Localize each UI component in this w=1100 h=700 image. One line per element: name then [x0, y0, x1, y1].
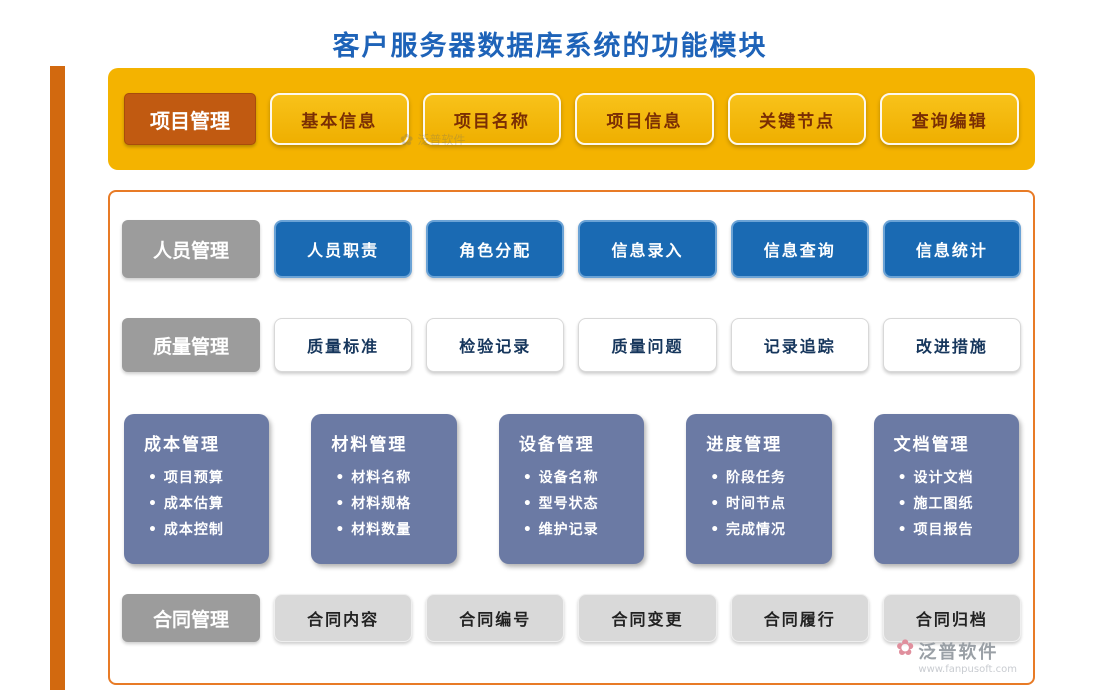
record-trace-button[interactable]: 记录追踪: [730, 318, 869, 372]
material-management-card[interactable]: 材料管理 材料名称 材料规格 材料数量: [311, 414, 457, 564]
info-entry-button[interactable]: 信息录入: [578, 220, 717, 278]
project-info-button[interactable]: 项目信息: [575, 93, 714, 145]
contract-content-button[interactable]: 合同内容: [274, 594, 413, 642]
contract-perform-button[interactable]: 合同履行: [730, 594, 869, 642]
card-item: 维护记录: [519, 517, 644, 543]
contract-management-label[interactable]: 合同管理: [122, 594, 260, 642]
main-panel: 人员管理 人员职责 角色分配 信息录入 信息查询 信息统计 质量管理 质量标准 …: [108, 190, 1035, 685]
card-title: 成本管理: [144, 435, 220, 455]
equipment-management-card[interactable]: 设备管理 设备名称 型号状态 维护记录: [498, 414, 645, 564]
improvement-button[interactable]: 改进措施: [882, 318, 1022, 372]
card-item: 设备名称: [519, 465, 644, 491]
quality-management-label[interactable]: 质量管理: [122, 318, 260, 372]
card-item: 时间节点: [706, 491, 831, 517]
cost-management-card[interactable]: 成本管理 项目预算 成本估算 成本控制: [124, 414, 270, 564]
card-item: 材料规格: [331, 491, 456, 517]
brand-url: www.fanpusoft.com: [918, 664, 1017, 675]
contract-number-button[interactable]: 合同编号: [426, 594, 565, 642]
personnel-duty-button[interactable]: 人员职责: [274, 220, 413, 278]
basic-info-button[interactable]: 基本信息: [270, 93, 409, 145]
card-title: 进度管理: [706, 435, 783, 455]
card-item: 材料数量: [331, 517, 456, 543]
card-item: 项目报告: [894, 517, 1019, 543]
module-cards-row: 成本管理 项目预算 成本估算 成本控制 材料管理 材料名称 材料规格 材料数量 …: [124, 414, 1020, 564]
card-item: 成本估算: [144, 491, 269, 517]
brand-watermark: ✿ 泛普软件 www.fanpusoft.com: [895, 636, 1017, 676]
inspection-record-button[interactable]: 检验记录: [426, 318, 565, 372]
contract-archive-button[interactable]: 合同归档: [882, 594, 1022, 642]
card-item: 项目预算: [144, 465, 269, 491]
card-title: 设备管理: [518, 435, 595, 455]
card-item: 成本控制: [144, 517, 269, 543]
card-item: 设计文档: [894, 465, 1019, 491]
info-stats-button[interactable]: 信息统计: [882, 220, 1022, 278]
info-query-button[interactable]: 信息查询: [730, 220, 869, 278]
fanpu-logo-icon: ✿: [895, 636, 915, 661]
quality-issue-button[interactable]: 质量问题: [578, 318, 717, 372]
quality-standard-button[interactable]: 质量标准: [274, 318, 413, 372]
project-management-banner: 项目管理 基本信息 项目名称 项目信息 关键节点 查询编辑 ✿ 泛普软件: [108, 68, 1035, 170]
card-item: 型号状态: [519, 491, 644, 517]
key-node-button[interactable]: 关键节点: [727, 93, 867, 145]
progress-management-card[interactable]: 进度管理 阶段任务 时间节点 完成情况: [686, 414, 832, 564]
card-item: 施工图纸: [894, 491, 1019, 517]
page-title: 客户服务器数据库系统的功能模块: [332, 31, 768, 62]
project-management-label[interactable]: 项目管理: [124, 93, 256, 145]
quality-row: 质量管理 质量标准 检验记录 质量问题 记录追踪 改进措施: [122, 318, 1022, 372]
document-management-card[interactable]: 文档管理 设计文档 施工图纸 项目报告: [873, 414, 1020, 564]
personnel-row: 人员管理 人员职责 角色分配 信息录入 信息查询 信息统计: [122, 220, 1022, 278]
personnel-management-label[interactable]: 人员管理: [122, 220, 260, 278]
query-edit-button[interactable]: 查询编辑: [880, 93, 1019, 145]
card-item: 完成情况: [706, 517, 831, 543]
role-assign-button[interactable]: 角色分配: [426, 220, 565, 278]
card-title: 材料管理: [331, 435, 408, 455]
left-accent-bar: [50, 66, 65, 690]
card-item: 材料名称: [331, 465, 456, 491]
card-item: 阶段任务: [706, 465, 831, 491]
contract-row: 合同管理 合同内容 合同编号 合同变更 合同履行 合同归档: [122, 594, 1022, 642]
contract-change-button[interactable]: 合同变更: [578, 594, 717, 642]
brand-name: 泛普软件: [918, 642, 999, 663]
card-title: 文档管理: [893, 435, 970, 455]
project-name-button[interactable]: 项目名称: [422, 93, 562, 145]
